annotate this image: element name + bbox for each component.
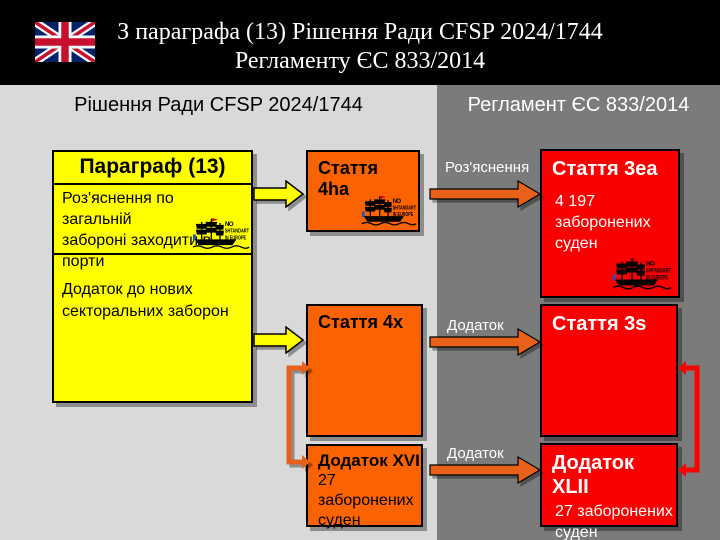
orange-connector-4x-xvi-icon [286,361,310,469]
article-4ha-title: Стаття 4ha [318,158,378,199]
header-bar: З параграфа (13) Рішення Ради CFSP 2024/… [0,0,720,85]
orange-arrow-to-3s-icon [429,328,542,356]
logo-text-line2: SHTANDART [393,206,417,212]
logo-text-line2: SHTANDART [646,269,671,275]
paragraph-13-section-annex: Додаток до нових секторальних заборон [62,281,229,320]
article-3ea-box: Стаття 3ea 4 197 заборонених суден [540,149,680,298]
orange-arrow-to-3ea-icon [429,180,542,208]
paragraph-13-title: Параграф (13) [54,152,251,185]
logo-text-line2: SHTANDART [225,229,249,235]
logo-text-line3: IN EUROPE [393,212,414,218]
article-4x-box: Стаття 4x [306,304,423,437]
no-shtandart-logo-icon: NO SHTANDART IN EUROPE [192,218,250,249]
label-annex-2: Додаток [447,445,504,462]
logo-text-line1: NO [393,199,402,205]
annex-xvi-body: 27 заборонених суден [318,472,414,529]
label-clarification: Роз'яснення [445,159,530,176]
no-shtandart-logo-icon: NO SHTANDART IN EUROPE [361,195,417,226]
article-3ea-body: 4 197 заборонених суден [555,193,651,252]
logo-text-line3: IN EUROPE [225,235,246,241]
logo-text-line1: NO [646,261,655,268]
paragraph-13-section-ports: Роз'яснення по загальній забороні заходи… [54,185,251,270]
article-3ea-title: Стаття 3ea [552,158,658,180]
label-annex-1: Додаток [447,317,504,334]
red-connector-3s-xlii-icon [678,361,700,477]
decision-column-heading: Рішення Ради CFSP 2024/1744 [74,94,363,116]
annex-xvi-title: Додаток XVI [318,451,420,470]
annex-xlii-box: Додаток XLII 27 заборонених суден [540,443,678,540]
annex-xlii-body: 27 заборонених суден [555,503,673,540]
article-3s-box: Стаття 3s [540,304,678,437]
article-4x-title: Стаття 4x [318,312,403,332]
logo-text-line3: IN EUROPE [646,276,668,282]
regulation-column-heading: Регламент ЄС 833/2014 [467,94,690,116]
yellow-arrow-to-4ha-icon [253,180,305,208]
paragraph-13-box: Параграф (13) Роз'яснення по загальній з… [52,150,253,403]
annex-xlii-title: Додаток XLII [552,452,635,498]
orange-arrow-to-xlii-icon [429,456,542,484]
article-3s-title: Стаття 3s [552,313,647,335]
annex-xvi-box: Додаток XVI 27 заборонених суден [306,444,423,529]
no-shtandart-logo-icon: NO SHTANDART IN EUROPE [612,257,672,290]
yellow-arrow-to-4x-icon [253,326,305,354]
logo-text-line1: NO [225,221,234,228]
uk-flag-icon [35,22,95,62]
slide-title: З параграфа (13) Рішення Ради CFSP 2024/… [117,19,603,74]
